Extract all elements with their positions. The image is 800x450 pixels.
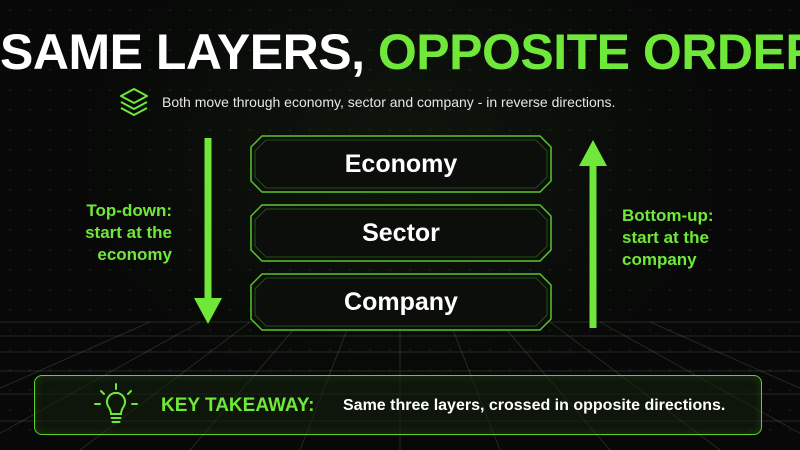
subtitle: Both move through economy, sector and co…: [118, 86, 615, 118]
layer-company: Company: [250, 273, 552, 331]
layer-label: Economy: [344, 150, 458, 178]
layer-economy: Economy: [250, 135, 552, 193]
bottom-up-line-3: company: [622, 250, 697, 269]
title-part-white: SAME LAYERS,: [0, 24, 365, 80]
lightbulb-icon: [94, 383, 138, 423]
layer-frame: [250, 273, 552, 331]
bottom-up-line-1: Bottom-up:: [622, 206, 714, 225]
layer-label: Sector: [362, 219, 440, 247]
top-down-line-1: Top-down:: [86, 201, 172, 220]
arrow-down-icon: [194, 138, 222, 324]
bottom-up-line-2: start at the: [622, 228, 709, 247]
layer-sector: Sector: [250, 204, 552, 262]
top-down-label: Top-down: start at the economy: [60, 200, 172, 266]
top-down-line-2: start at the: [85, 223, 172, 242]
page-title: SAME LAYERS, OPPOSITE ORDER: [0, 24, 800, 80]
layer-frame: [250, 204, 552, 262]
arrow-up-icon: [579, 140, 607, 328]
title-part-green: OPPOSITE ORDER: [377, 24, 800, 80]
bottom-up-label: Bottom-up: start at the company: [622, 205, 742, 271]
takeaway-message: Same three layers, crossed in opposite d…: [343, 397, 726, 414]
layer-frame: [250, 135, 552, 193]
layers-icon: [120, 88, 148, 116]
layer-label: Company: [344, 288, 458, 316]
takeaway-key: KEY TAKEAWAY:: [161, 395, 315, 416]
key-takeaway-box: KEY TAKEAWAY: Same three layers, crossed…: [34, 375, 762, 435]
subtitle-text: Both move through economy, sector and co…: [162, 94, 616, 110]
top-down-line-3: economy: [97, 245, 172, 264]
